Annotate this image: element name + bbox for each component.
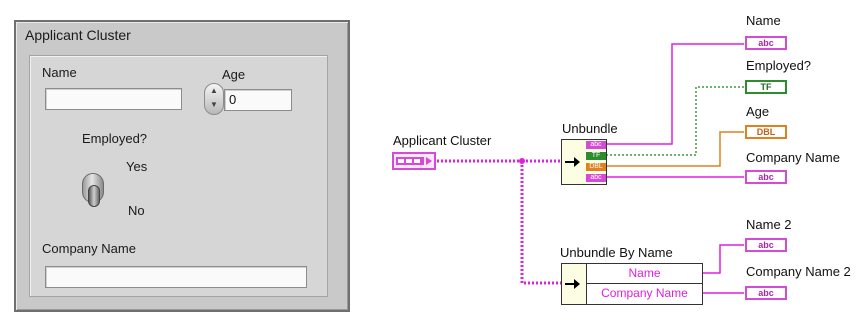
indicator-name2-label: Name 2 [746,217,792,232]
byname-row-name[interactable]: Name [586,264,702,284]
arrow-icon [565,279,580,289]
indicator-name2-terminal[interactable]: abc [745,238,787,252]
cluster-terminal-icon [396,157,432,165]
unbundle-outputs: abc TF DBL abc [586,141,606,182]
unbundle-out-company[interactable]: abc [586,174,606,182]
indicator-employed-terminal[interactable]: TF [745,80,787,94]
name-field[interactable] [45,88,182,110]
age-stepper[interactable]: ▲ ▼ [204,83,224,115]
indicator-employed-label: Employed? [746,58,812,73]
arrow-icon [565,157,580,167]
unbundle-out-age[interactable]: DBL [586,163,606,171]
numeric-type-icon: DBL [756,127,776,137]
indicator-name-terminal[interactable]: abc [745,36,787,50]
company-name-label: Company Name [42,241,136,256]
indicator-company-name-terminal[interactable]: abc [745,170,787,184]
boolean-type-icon: TF [760,82,772,92]
cluster-wire-branch [520,161,561,285]
cluster-control-terminal[interactable] [392,152,436,170]
wire-junction [519,158,525,164]
employed-yes-label: Yes [126,159,148,174]
byname-row-company-name[interactable]: Company Name [586,284,702,304]
indicator-company-name2-label: Company Name 2 [746,264,851,279]
name-label: Name [42,65,77,80]
cluster-title: Applicant Cluster [25,27,131,43]
string-type-icon: abc [758,172,774,182]
stepper-up-icon[interactable]: ▲ [210,86,218,95]
name2-wire [702,244,744,274]
age-wire [606,131,744,167]
employed-no-label: No [128,203,145,218]
company-name-field[interactable] [45,266,307,288]
unbundle-node[interactable]: abc TF DBL abc [561,139,607,185]
unbundle-out-name[interactable]: abc [586,141,606,149]
string-type-icon: abc [758,240,774,250]
unbundle-out-employed[interactable]: TF [586,152,606,160]
employed-label: Employed? [82,131,148,146]
employed-wire [606,86,744,156]
unbundle-by-name-label: Unbundle By Name [560,245,673,260]
indicator-company-name2-terminal[interactable]: abc [745,286,787,300]
indicator-name-label: Name [746,13,781,28]
unbundle-by-name-node[interactable]: Name Company Name [561,263,703,305]
string-type-icon: abc [758,38,774,48]
unbundle-label: Unbundle [562,121,618,136]
indicator-age-terminal[interactable]: DBL [745,125,787,139]
stepper-down-icon[interactable]: ▼ [210,100,218,109]
name-wire [606,43,744,145]
indicator-age-label: Age [746,104,770,119]
age-label: Age [222,67,246,82]
string-type-icon: abc [758,288,774,298]
indicator-company-name-label: Company Name [746,150,840,165]
cluster-control-label: Applicant Cluster [393,133,492,148]
age-field[interactable]: 0 [224,89,292,111]
toggle-lever-icon[interactable] [88,185,100,207]
